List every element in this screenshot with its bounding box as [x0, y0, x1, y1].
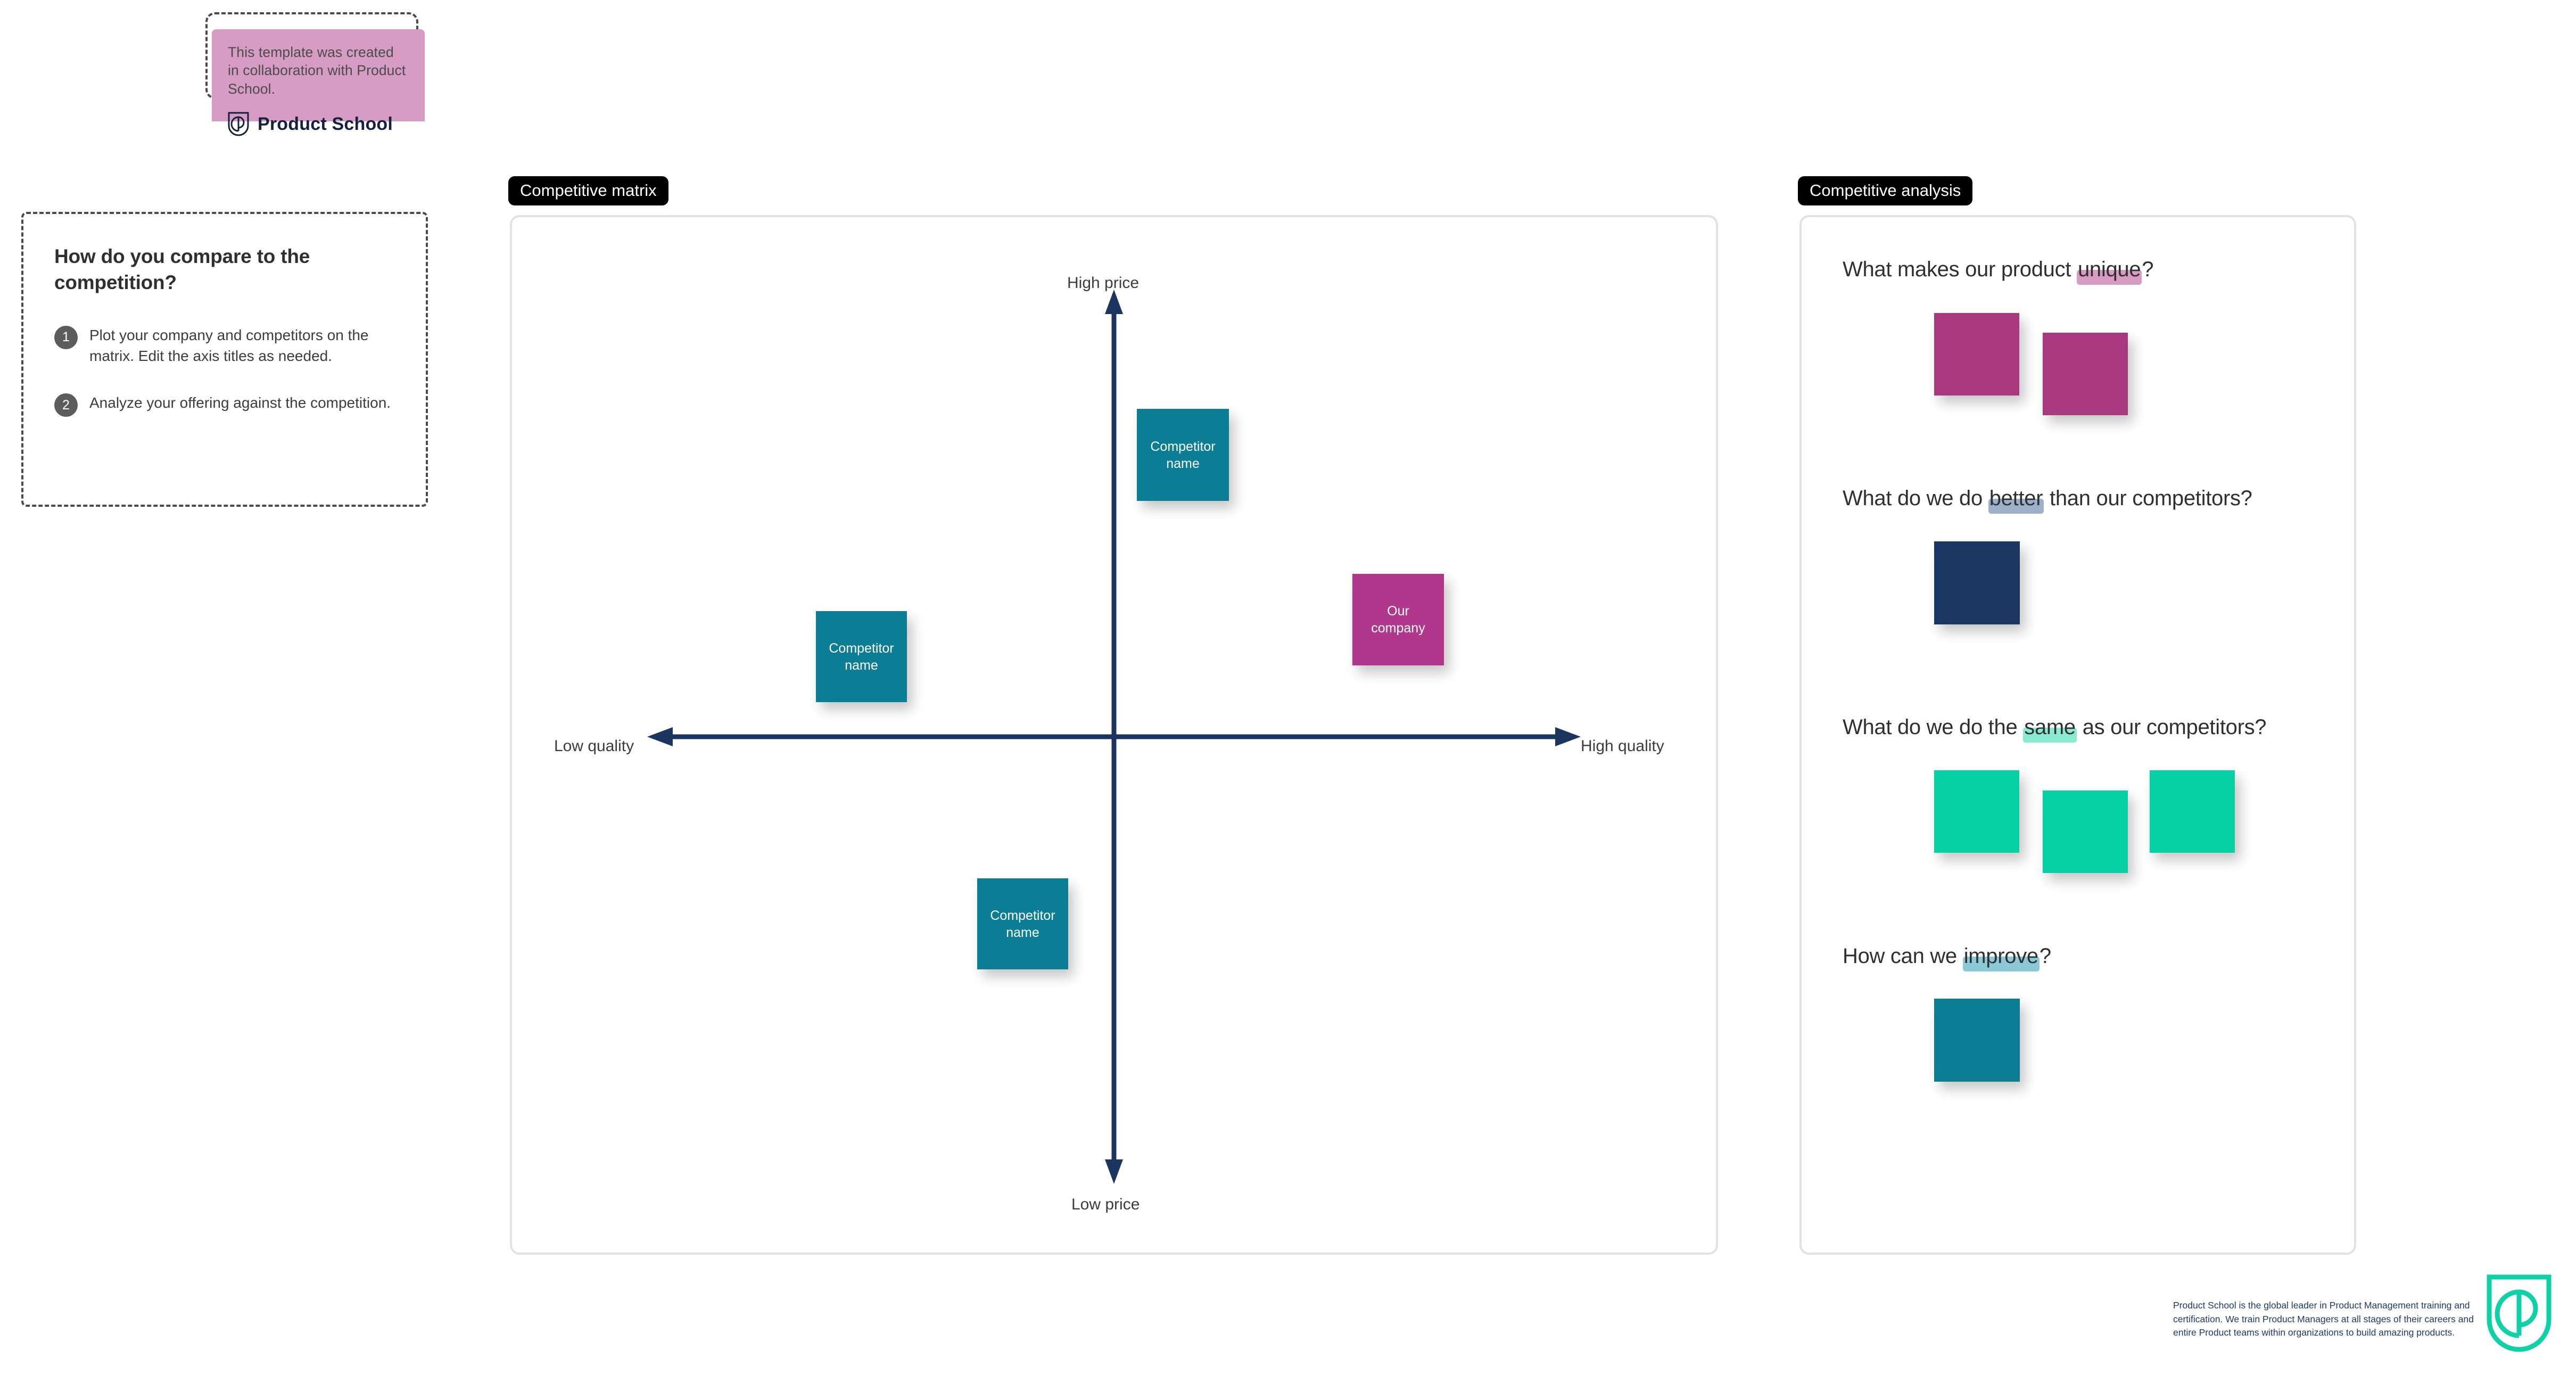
product-school-shield-icon — [228, 112, 249, 136]
question-pre: What do we do — [1843, 487, 1988, 510]
analysis-question-improve: How can we improve? — [1843, 944, 2051, 971]
analysis-question-same: What do we do the same as our competitor… — [1843, 715, 2267, 743]
instruction-step-2: 2 Analyze your offering against the comp… — [54, 392, 395, 417]
question-title: What do we do better than our competitor… — [1843, 487, 2252, 514]
axis-label-low-quality[interactable]: Low quality — [554, 737, 634, 755]
sticky-note-competitor[interactable]: Competitor name — [1137, 409, 1229, 501]
attribution-card[interactable]: This template was created in collaborati… — [212, 29, 425, 136]
sticky-note-blank[interactable] — [2043, 333, 2128, 415]
frame-tag-competitive-matrix[interactable]: Competitive matrix — [508, 176, 668, 205]
sticky-note-blank[interactable] — [2150, 770, 2235, 853]
question-post: ? — [2039, 944, 2051, 968]
sticky-note-blank[interactable] — [1934, 541, 2020, 624]
question-post: than our competitors? — [2044, 487, 2252, 510]
sticky-note-competitor[interactable]: Competitor name — [977, 878, 1068, 969]
sticky-note-blank[interactable] — [1934, 999, 2020, 1082]
axis-label-high-quality[interactable]: High quality — [1581, 737, 1664, 755]
question-post: ? — [2142, 258, 2154, 281]
question-title: How can we improve? — [1843, 944, 2051, 971]
question-pre: How can we — [1843, 944, 1963, 968]
instruction-step-1: 1 Plot your company and competitors on t… — [54, 325, 395, 367]
step-text: Plot your company and competitors on the… — [89, 326, 369, 365]
question-title: What do we do the same as our competitor… — [1843, 715, 2267, 743]
matrix-axes — [647, 290, 1581, 1184]
question-highlight: better — [1988, 487, 2044, 514]
question-post: as our competitors? — [2076, 715, 2267, 739]
sticky-note-blank[interactable] — [1934, 770, 2019, 853]
attribution-brand: Product School — [228, 112, 409, 136]
question-highlight: improve — [1962, 944, 2040, 971]
sticky-note-blank[interactable] — [2043, 791, 2128, 873]
question-title: What makes our product unique? — [1843, 258, 2154, 285]
instructions-title: How do you compare to the competition? — [54, 245, 310, 293]
analysis-question-better: What do we do better than our competitor… — [1843, 487, 2252, 514]
sticky-note-competitor[interactable]: Competitor name — [816, 611, 907, 702]
frame-tag-competitive-analysis[interactable]: Competitive analysis — [1798, 176, 1973, 205]
axis-label-low-price[interactable]: Low price — [1071, 1196, 1140, 1213]
instructions-panel: How do you compare to the competition? 1… — [21, 212, 428, 507]
analysis-question-unique: What makes our product unique? — [1843, 258, 2154, 285]
footer-block: Product School is the global leader in P… — [2173, 1299, 2482, 1340]
sticky-note-blank[interactable] — [1934, 313, 2019, 396]
product-school-shield-icon — [2487, 1274, 2552, 1352]
attribution-brand-name: Product School — [258, 113, 393, 134]
step-number-badge: 2 — [54, 393, 78, 417]
question-highlight: same — [2023, 715, 2077, 743]
step-number-badge: 1 — [54, 325, 78, 349]
attribution-text: This template was created in collaborati… — [228, 44, 406, 97]
question-highlight: unique — [2076, 258, 2142, 285]
step-text: Analyze your offering against the compet… — [89, 394, 391, 411]
axis-label-high-price[interactable]: High price — [1067, 274, 1140, 292]
footer-description: Product School is the global leader in P… — [2173, 1300, 2474, 1338]
question-pre: What makes our product — [1843, 258, 2077, 281]
question-pre: What do we do the — [1843, 715, 2024, 739]
sticky-note-our-company[interactable]: Our company — [1352, 574, 1444, 665]
